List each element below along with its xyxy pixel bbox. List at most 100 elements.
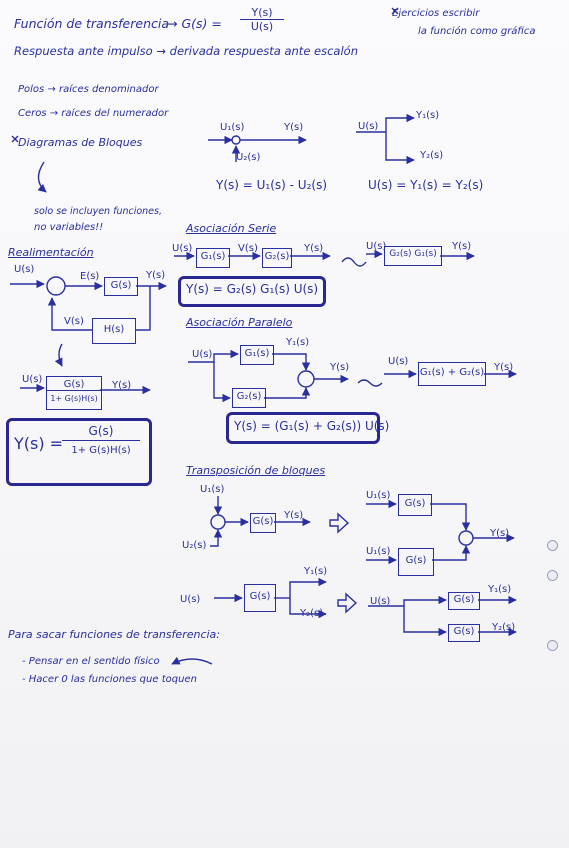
- feedback-result-num: G(s): [62, 424, 140, 441]
- parallel-y1-label: Y₁(s): [286, 337, 310, 348]
- feedback-result-fraction: G(s) 1+ G(s)H(s): [62, 424, 140, 456]
- transfer-num: Y(s): [240, 6, 284, 20]
- feedback-v-label: V(s): [64, 316, 84, 327]
- zeros-note: Ceros → raíces del numerador: [18, 108, 169, 119]
- trans-b-u-label: U(s): [180, 594, 201, 605]
- curved-arrow-icon: [171, 656, 213, 665]
- trans-b-y1-label: Y₁(s): [304, 566, 328, 577]
- feedback-title: Realimentación: [8, 246, 94, 259]
- trans-b2-y1-label: Y₁(s): [488, 584, 512, 595]
- footer-line-1: - Pensar en el sentido físico: [22, 656, 160, 667]
- parallel-combined-y-label: Y(s): [494, 362, 514, 373]
- trans-r-u2-label: U₁(s): [366, 546, 391, 557]
- trans-r-g2-block: G(s): [398, 548, 434, 576]
- feedback-h-block: H(s): [92, 318, 136, 344]
- parallel-g1-block: G₁(s): [240, 345, 274, 365]
- trans-r-g1-text: G(s): [404, 498, 426, 509]
- series-result: Y(s) = G₂(s) G₁(s) U(s): [186, 282, 319, 296]
- trans-sum-junction: [210, 514, 226, 530]
- transfer-function-title: Función de transferencia: [14, 16, 169, 31]
- trans-r-g1-block: G(s): [398, 494, 432, 516]
- binder-hole-3: [547, 640, 558, 651]
- impulse-response-note: Respuesta ante impulso → derivada respue…: [14, 44, 359, 58]
- parallel-title: Asociación Paralelo: [186, 316, 293, 329]
- branch-equation: U(s) = Y₁(s) = Y₂(s): [368, 178, 484, 192]
- feedback-result-lhs: Y(s) =: [14, 434, 64, 453]
- branch-y2-label: Y₂(s): [420, 150, 444, 161]
- equivalence-icon: [357, 379, 383, 387]
- feedback-closed-num: G(s): [47, 379, 101, 391]
- parallel-combined-u-label: U(s): [388, 356, 409, 367]
- series-u-label: U(s): [172, 243, 193, 254]
- trans-r-u1-label: U₁(s): [366, 490, 391, 501]
- down-arrow-icon: [37, 161, 47, 193]
- trans-b2-g1-text: G(s): [453, 594, 475, 605]
- feedback-result-box: [6, 418, 152, 486]
- parallel-result: Y(s) = (G₁(s) + G₂(s)) U(s): [234, 419, 390, 433]
- parallel-g2-text: G₂(s): [236, 391, 262, 402]
- parallel-g1-text: G₁(s): [244, 348, 270, 359]
- trans-b2-g2-text: G(s): [453, 626, 475, 637]
- parallel-combined-text: G₁(s) + G₂(s): [419, 367, 485, 378]
- series-title: Asociación Serie: [186, 222, 277, 235]
- feedback-closed-u-label: U(s): [22, 374, 43, 385]
- trans-r-g2-text: G(s): [405, 555, 427, 566]
- series-v-label: V(s): [238, 243, 258, 254]
- series-combined-u-label: U(s): [366, 241, 387, 252]
- footer-line-2: - Hacer 0 las funciones que toquen: [22, 674, 197, 685]
- sum-junction: [231, 135, 241, 145]
- branch-u-label: U(s): [358, 121, 379, 132]
- only-functions-note-2: no variables!!: [34, 222, 104, 233]
- feedback-closed-block: G(s) 1+ G(s)H(s): [46, 376, 102, 410]
- trans-b-g-text: G(s): [249, 591, 271, 602]
- trans-y-label: Y(s): [284, 510, 304, 521]
- series-y-label: Y(s): [304, 243, 324, 254]
- sum-y-label: Y(s): [284, 122, 304, 133]
- trans-r-sum-junction: [458, 530, 474, 546]
- sum-u1-label: U₁(s): [220, 122, 245, 133]
- trans-b2-u-label: U(s): [370, 596, 391, 607]
- series-combined-text: G₂(s) G₁(s): [389, 249, 437, 259]
- trans-g-text: G(s): [252, 516, 274, 527]
- poles-note: Polos → raíces denominador: [18, 84, 159, 95]
- trans-u1-label: U₁(s): [200, 484, 225, 495]
- down-arrow-icon: [54, 343, 63, 367]
- block-diagrams-heading: Diagramas de Bloques: [18, 136, 143, 149]
- trans-b2-y2-label: Y₂(s): [492, 622, 516, 633]
- series-g2-text: G₂(s): [264, 251, 290, 262]
- trans-u2-label: U₂(s): [182, 540, 207, 551]
- parallel-result-box: [226, 412, 380, 444]
- transfer-g-label: → G(s) =: [167, 16, 222, 31]
- parallel-sum-junction: [297, 370, 315, 388]
- exercises-note-1: Ejercicios escribir: [392, 8, 480, 19]
- star-icon: [11, 135, 19, 143]
- trans-r-y-label: Y(s): [490, 528, 510, 539]
- feedback-h-text: H(s): [103, 324, 125, 335]
- trans-g-block: G(s): [250, 513, 276, 533]
- feedback-closed-den: 1+ G(s)H(s): [50, 394, 98, 403]
- feedback-closed-y-label: Y(s): [112, 380, 132, 391]
- parallel-u-label: U(s): [192, 349, 213, 360]
- exercises-note-2: la función como gráfica: [418, 26, 536, 37]
- equivalence-icon: [341, 257, 367, 267]
- star-icon: [391, 7, 399, 15]
- only-functions-note-1: solo se incluyen funciones,: [34, 206, 162, 217]
- binder-hole-2: [547, 570, 558, 581]
- feedback-u-label: U(s): [14, 264, 35, 275]
- transfer-fraction: Y(s) U(s): [240, 6, 284, 33]
- series-combined-y-label: Y(s): [452, 241, 472, 252]
- branch-y1-label: Y₁(s): [416, 110, 440, 121]
- sum-equation: Y(s) = U₁(s) - U₂(s): [216, 178, 328, 192]
- series-g1-text: G₁(s): [200, 251, 226, 262]
- series-g2-block: G₂(s): [262, 248, 292, 268]
- feedback-g-text: G(s): [110, 280, 132, 291]
- implies-arrow-icon: [337, 592, 358, 614]
- parallel-y-label: Y(s): [330, 362, 350, 373]
- sum-u2-label: U₂(s): [236, 152, 261, 163]
- series-g1-block: G₁(s): [196, 248, 230, 268]
- transposition-title: Transposición de bloques: [186, 464, 326, 477]
- footer-title: Para sacar funciones de transferencia:: [8, 628, 221, 641]
- trans-b2-g1-block: G(s): [448, 592, 480, 610]
